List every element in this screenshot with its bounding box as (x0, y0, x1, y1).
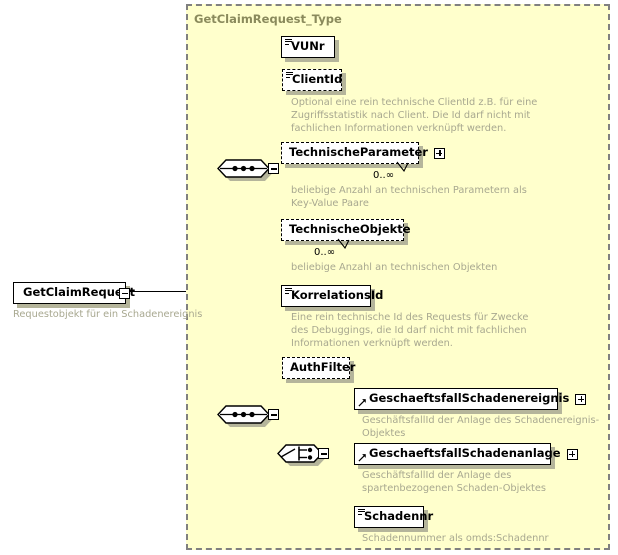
documentation-technischeobjekte: beliebige Anzahl an technischen Objekten (291, 262, 498, 273)
sequence-marker-icon (284, 287, 292, 294)
documentation-technischeparameter: beliebige Anzahl an technischen Paramete… (291, 185, 527, 209)
root-documentation: Requestobjekt für ein Schadenereignis (13, 309, 203, 320)
element-box-clientid[interactable]: ClientId (282, 69, 342, 91)
occurrence-technischeparameter: 0..∞ (373, 170, 395, 181)
complextype-title: GetClaimRequest_Type (194, 12, 342, 26)
element-box-schadennr[interactable]: Schadennr (354, 506, 433, 528)
sequence-marker-icon (357, 508, 365, 515)
expander-plus-geschaeftsfallschadenanlage[interactable] (566, 448, 578, 460)
element-label-clientid: ClientId (292, 72, 343, 87)
element-label-geschaeftsfallschadenereignis: GeschaeftsfallSchadenereignis (369, 391, 570, 406)
sequence-bottom-expander-minus[interactable] (268, 409, 279, 420)
element-label-technischeobjekte: TechnischeObjekte (289, 222, 411, 237)
documentation-geschaeftsfallschadenereignis: GeschäftsfallId der Anlage des Schadener… (362, 415, 600, 439)
expander-plus-technischeparameter[interactable] (433, 147, 445, 159)
element-box-authfilter[interactable]: AuthFilter (282, 357, 355, 379)
element-box-korrelationsid[interactable]: KorrelationsId (281, 285, 383, 307)
reference-arrow-icon (358, 399, 366, 407)
element-box-vunr[interactable]: VUNr (281, 36, 335, 58)
choice-expander-minus[interactable] (318, 448, 329, 459)
reference-arrow-icon (358, 454, 366, 462)
occurrence-technischeobjekte: 0..∞ (314, 247, 336, 258)
element-label-geschaeftsfallschadenanlage: GeschaeftsfallSchadenanlage (369, 446, 561, 461)
sequence-top-expander-minus[interactable] (268, 163, 279, 174)
sequence-marker-icon (284, 38, 292, 45)
element-box-technischeparameter[interactable]: TechnischeParameter (281, 142, 445, 164)
element-label-korrelationsid: KorrelationsId (291, 288, 384, 303)
element-label-authfilter: AuthFilter (290, 360, 356, 375)
element-box-geschaeftsfallschadenereignis[interactable]: GeschaeftsfallSchadenereignis (354, 388, 587, 410)
element-label-schadennr: Schadennr (364, 509, 434, 524)
documentation-clientid: Optional eine rein technische ClientId z… (291, 97, 538, 134)
documentation-schadennr: Schadennummer als omds:Schadennr (362, 533, 549, 544)
element-label-vunr: VUNr (291, 39, 325, 54)
documentation-geschaeftsfallschadenanlage: GeschäftsfallId der Anlage des spartenbe… (362, 470, 547, 494)
element-box-technischeobjekte[interactable]: TechnischeObjekte (281, 219, 411, 241)
element-box-geschaeftsfallschadenanlage[interactable]: GeschaeftsfallSchadenanlage (354, 443, 578, 465)
root-expander-minus[interactable] (119, 287, 130, 299)
occurrence-pointer-technischeobjekte (337, 238, 350, 250)
root-element-label: GetClaimRequest (23, 285, 136, 300)
expander-plus-geschaeftsfallschadenereignis[interactable] (575, 393, 587, 405)
documentation-korrelationsid: Eine rein technische Id des Requests für… (291, 312, 529, 349)
choice-compositor[interactable] (276, 439, 336, 469)
occurrence-pointer-technischeparameter (396, 161, 409, 173)
root-element-box[interactable]: GetClaimRequest (13, 282, 135, 304)
element-label-technischeparameter: TechnischeParameter (289, 145, 428, 160)
sequence-marker-icon (285, 71, 293, 78)
